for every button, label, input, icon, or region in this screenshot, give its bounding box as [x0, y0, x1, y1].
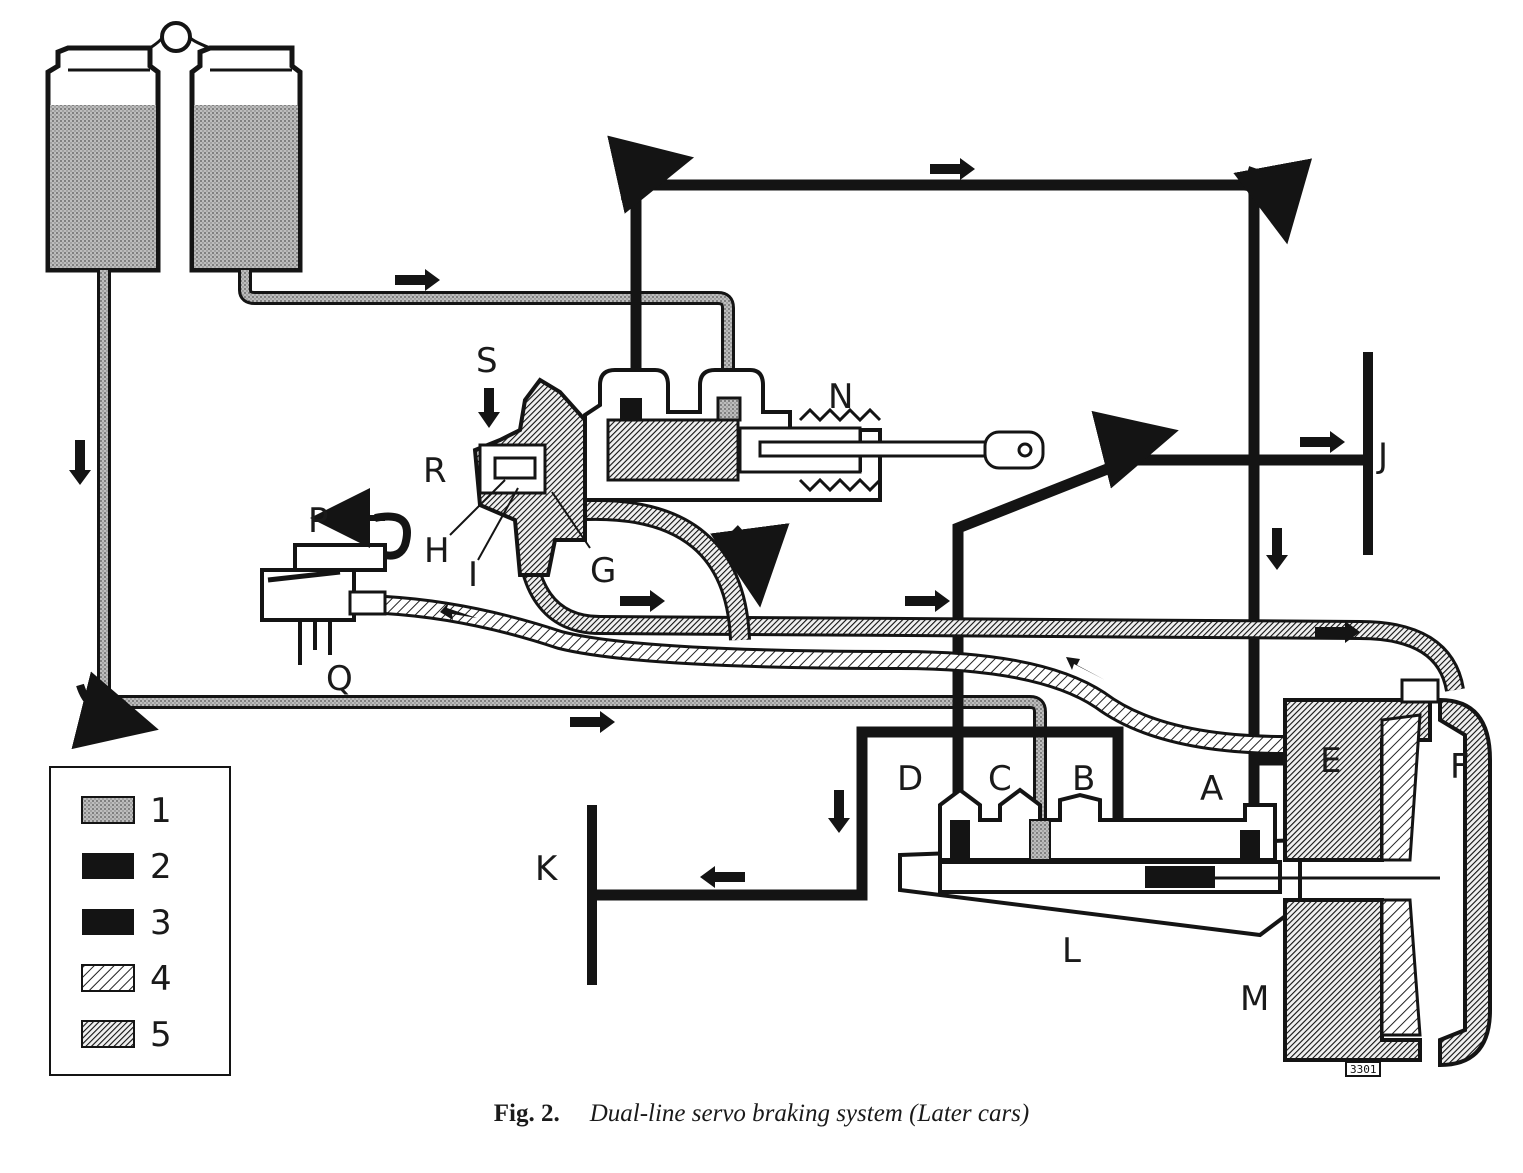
valve-pq [260, 488, 411, 665]
legend-swatch-5 [81, 1020, 135, 1048]
label-c: C [988, 759, 1012, 799]
label-h: H [424, 531, 450, 571]
label-q: Q [326, 659, 353, 699]
label-leader-lines [449, 479, 591, 561]
legend-number-2: 2 [150, 847, 172, 887]
part-number: 3301 [1350, 1063, 1377, 1076]
label-m: M [1240, 979, 1269, 1019]
label-j: J [1376, 436, 1388, 476]
legend-swatch-2 [82, 853, 134, 879]
label-f: F [1450, 747, 1470, 787]
label-i: I [468, 555, 478, 595]
label-d: D [897, 759, 923, 799]
legend-swatch-3 [82, 909, 134, 935]
label-r: R [423, 451, 447, 491]
figure-title: Dual-line servo braking system (Later ca… [589, 1100, 1030, 1127]
label-n: N [828, 377, 853, 417]
legend: 1 2 3 4 5 [49, 766, 231, 1076]
label-a: A [1200, 769, 1223, 809]
label-g: G [590, 551, 616, 591]
legend-number-4: 4 [150, 959, 172, 999]
legend-number-1: 1 [150, 791, 172, 831]
label-k: K [535, 849, 559, 889]
control-valve [472, 377, 587, 577]
figure-caption: Fig. 2. Dual-line servo braking system (L… [0, 1100, 1523, 1128]
distributor-valve [898, 787, 1440, 938]
flow-arrows [69, 158, 1360, 888]
curved-flow-arrows [71, 135, 1313, 750]
component-labels: A B C D E F G H I J K L M N P Q R S [308, 341, 1470, 1019]
bellows [798, 407, 882, 493]
legend-swatch-1 [81, 796, 135, 824]
label-e: E [1320, 741, 1341, 781]
legend-number-3: 3 [150, 903, 172, 943]
reservoir-return-pipes [97, 270, 1047, 830]
servo-pipes [384, 498, 1465, 755]
label-b: B [1072, 759, 1095, 799]
figure-number: Fig. 2. [493, 1100, 560, 1127]
part-number-tag: 3301 [1345, 1061, 1381, 1077]
servo-unit [1283, 678, 1492, 1068]
label-p: P [308, 501, 329, 541]
legend-number-5: 5 [150, 1015, 172, 1055]
master-cylinder [583, 368, 1045, 502]
label-s: S [476, 341, 498, 381]
legend-swatch-4 [81, 964, 135, 992]
label-l: L [1062, 931, 1081, 971]
fluid-reservoirs [45, 21, 303, 273]
